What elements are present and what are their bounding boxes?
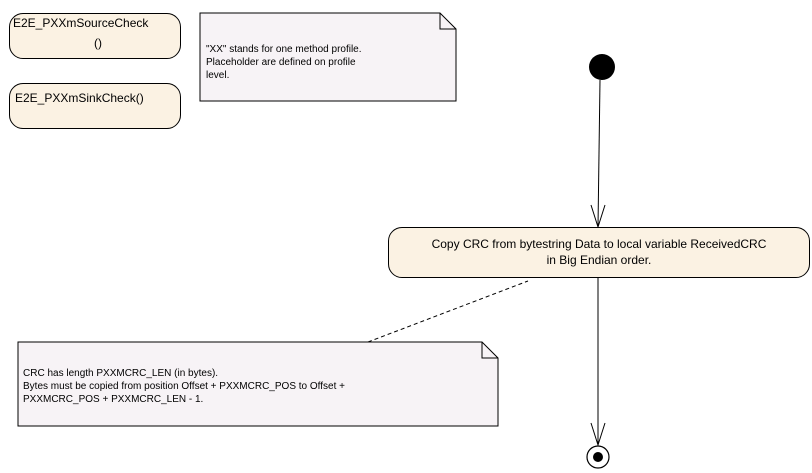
crc-note-shape <box>17 341 499 427</box>
activity-copy-crc-line2: in Big Endian order. <box>546 253 652 267</box>
crc-note-line2: Bytes must be copied from position Offse… <box>23 381 345 392</box>
activity-sink-check-name: E2E_PXXmSinkCheck() <box>15 91 144 105</box>
crc-note-line1: CRC has length PXXMCRC_LEN (in bytes). <box>23 368 219 379</box>
activity-copy-crc-line1: Copy CRC from bytestring Data to local v… <box>431 237 767 251</box>
profile-note: "XX" stands for one method profile. Plac… <box>206 43 362 82</box>
flow-initial-to-copy <box>597 79 601 228</box>
crc-note: CRC has length PXXMCRC_LEN (in bytes). B… <box>23 367 345 406</box>
activity-copy-crc[interactable]: Copy CRC from bytestring Data to local v… <box>388 227 810 278</box>
note-anchor-line <box>367 280 529 343</box>
initial-node-icon <box>589 54 615 80</box>
crc-note-line3: PXXMCRC_POS + PXXMCRC_LEN - 1. <box>23 394 204 405</box>
activity-sink-check[interactable]: E2E_PXXmSinkCheck() <box>9 83 181 129</box>
profile-note-line1: "XX" stands for one method profile. <box>206 44 362 55</box>
flow-arrowhead-2 <box>590 422 606 447</box>
final-node-icon <box>586 445 610 469</box>
activity-source-check-name: E2E_PXXmSourceCheck <box>13 16 149 30</box>
profile-note-shape <box>199 12 457 102</box>
activity-source-check-params: () <box>94 36 102 50</box>
activity-source-check[interactable]: E2E_PXXmSourceCheck () <box>9 13 181 59</box>
profile-note-line3: level. <box>206 70 230 81</box>
profile-note-line2: Placeholder are defined on profile <box>206 57 356 68</box>
